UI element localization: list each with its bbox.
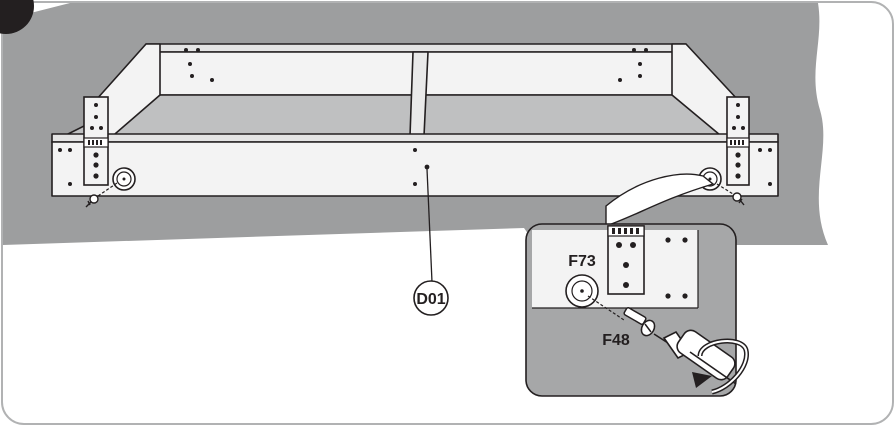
left-bracket: [83, 96, 109, 186]
back-rail-holes: [184, 48, 648, 82]
screwdriver-icon: [653, 329, 737, 385]
detail-inset: F73 F48: [525, 223, 749, 397]
right-bracket: [726, 96, 750, 186]
front-rail-top: [51, 133, 779, 143]
screw-icon: [732, 192, 745, 206]
left-cam-lock: [85, 167, 136, 208]
screw-icon: [623, 307, 656, 337]
bed-frame: [51, 43, 779, 197]
d01-leader-line: [426, 168, 433, 283]
screw-icon: [85, 194, 99, 208]
screw-path-line: [587, 295, 625, 321]
label-f73: F73: [568, 253, 596, 270]
center-support: [409, 51, 429, 137]
detail-holes: [665, 237, 688, 299]
back-rail-top: [145, 43, 687, 53]
bracket-icon: [607, 225, 645, 295]
front-rail-holes: [58, 148, 772, 186]
rotation-arrow-icon: [692, 338, 749, 395]
label-f48: F48: [602, 332, 630, 349]
d01-callout: [413, 280, 449, 316]
step-badge: [0, 0, 34, 34]
label-d01: D01: [416, 291, 445, 308]
cam-lock-icon: [565, 274, 599, 308]
